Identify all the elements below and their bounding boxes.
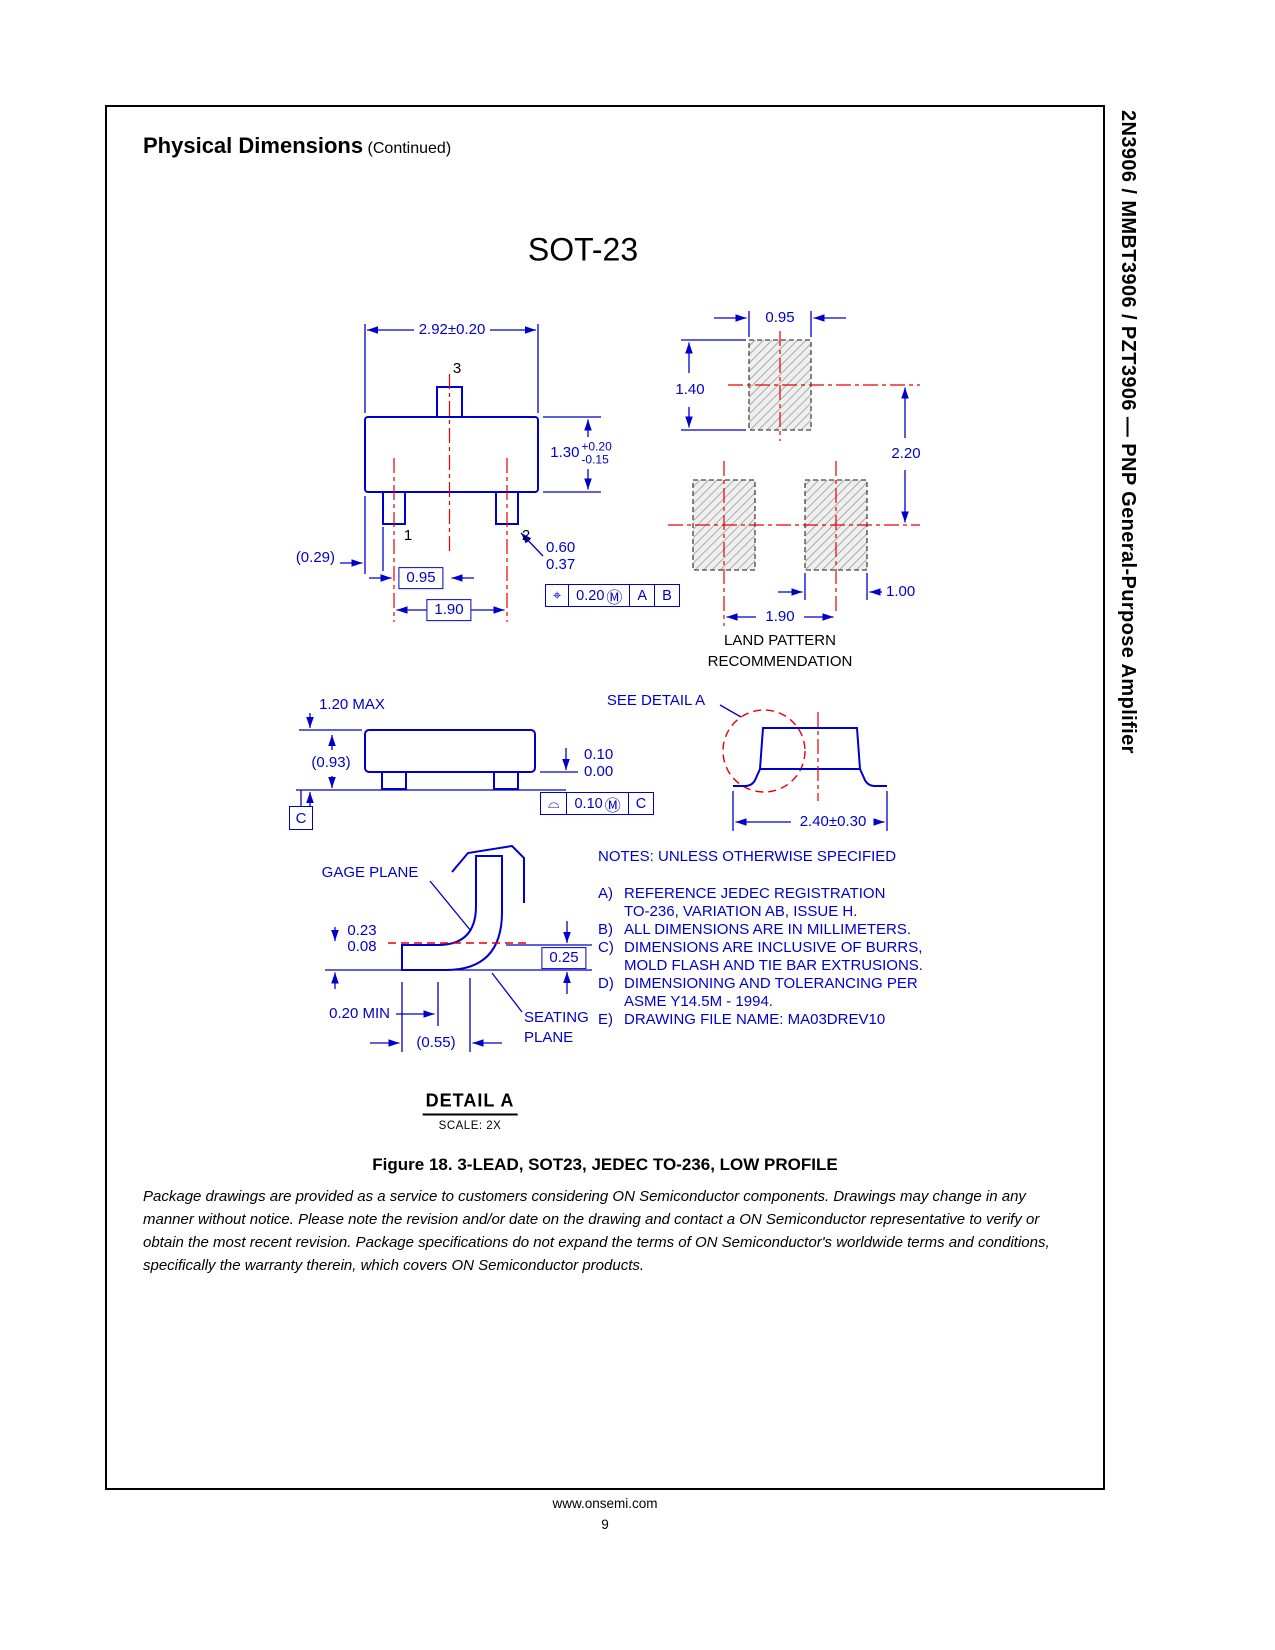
note-item-c: C) DIMENSIONS ARE INCLUSIVE OF BURRS,MOL… — [598, 939, 923, 974]
page-border — [105, 105, 1105, 1490]
disclaimer-text: Package drawings are provided as a servi… — [143, 1188, 1050, 1274]
side-view-drawing — [296, 713, 578, 812]
standoff-min-dim: 0.00 — [584, 763, 614, 781]
half-pitch-dim: 0.95 — [398, 567, 444, 589]
foot-min-dim: 0.20 MIN — [329, 1005, 390, 1023]
package-title: SOT-23 — [527, 231, 639, 268]
pin3-label: 3 — [452, 360, 462, 378]
pad-height-dim: 1.40 — [672, 382, 708, 398]
detail-a-drawing — [325, 844, 592, 1052]
pin1-label: 1 — [403, 527, 413, 545]
gage-min-dim: 0.08 — [347, 938, 377, 956]
edge-offset-dim: (0.29) — [292, 550, 338, 566]
datum-b-ref: B — [654, 585, 679, 606]
body-thickness-dim: (0.93) — [308, 755, 354, 771]
pad-pitch-dim: 1.90 — [762, 609, 798, 625]
pad-width-dim: 0.95 — [765, 309, 795, 327]
section-title: Physical Dimensions — [143, 133, 364, 158]
footer-page-number: 9 — [601, 1517, 609, 1532]
max-height-dim: 1.20 MAX — [316, 697, 388, 713]
lead-width-min-dim: 0.37 — [546, 556, 576, 574]
detail-a-scale: SCALE: 2X — [438, 1120, 502, 1132]
foot-thickness-dim: 0.25 — [541, 947, 587, 969]
seating-plane-label-line2: PLANE — [524, 1029, 574, 1047]
datum-a-ref: A — [629, 585, 654, 606]
notes-heading: NOTES: UNLESS OTHERWISE SPECIFIED — [598, 848, 897, 865]
note-item-e: E) DRAWING FILE NAME: MA03DREV10 — [598, 1011, 886, 1028]
figure-caption: Figure 18. 3-LEAD, SOT23, JEDEC TO-236, … — [372, 1155, 838, 1174]
gage-plane-label: GAGE PLANE — [321, 864, 419, 882]
top-view-drawing — [340, 324, 601, 622]
page-footer: www.onsemi.com 9 — [552, 1493, 657, 1535]
seating-plane-label-line1: SEATING — [524, 1009, 589, 1027]
note-item-b: B) ALL DIMENSIONS ARE IN MILLIMETERS. — [598, 921, 912, 938]
land-pattern-caption-line1: LAND PATTERN — [724, 632, 836, 650]
position-symbol-icon: ⌖ — [553, 587, 562, 604]
mmc-modifier-icon: Ⓜ — [606, 589, 623, 607]
land-pattern-caption-line2: RECOMMENDATION — [707, 653, 853, 671]
standoff-max-dim: 0.10 — [584, 746, 614, 764]
land-pattern-drawing — [668, 311, 920, 626]
full-pitch-dim: 1.90 — [426, 599, 472, 621]
mmc-modifier-icon: Ⓜ — [604, 797, 621, 815]
detail-a-title: DETAIL A — [422, 1091, 518, 1116]
lead-width-max-dim: 0.60 — [546, 539, 576, 557]
see-detail-a-callout: SEE DETAIL A — [606, 692, 706, 710]
pad-span-dim: 2.20 — [888, 446, 924, 462]
footer-url: www.onsemi.com — [552, 1496, 658, 1511]
body-height-dim: 1.30+0.20-0.15 — [547, 439, 615, 466]
datum-c-ref: C — [627, 793, 653, 814]
profile-symbol-icon: ⌓ — [548, 795, 560, 812]
overall-width-dim: 2.40±0.30 — [796, 814, 870, 830]
top-view-width-dim: 2.92±0.20 — [415, 322, 489, 338]
tolerance-stack: +0.20-0.15 — [581, 439, 612, 466]
pad-width2-dim: 1.00 — [886, 583, 916, 601]
pin2-label: 2 — [521, 527, 531, 545]
end-view-drawing — [719, 704, 888, 831]
notes-block: NOTES: UNLESS OTHERWISE SPECIFIED A) REF… — [598, 848, 943, 1029]
gage-max-dim: 0.23 — [347, 922, 377, 940]
section-title-continued: (Continued) — [367, 140, 452, 157]
datum-c-flag: C — [289, 806, 313, 830]
foot-length-dim: (0.55) — [413, 1035, 459, 1051]
section-header: Physical Dimensions (Continued) — [143, 133, 451, 159]
sidebar-part-title: 2N3906 / MMBT3906 / PZT3906 — PNP Genera… — [1117, 110, 1139, 754]
